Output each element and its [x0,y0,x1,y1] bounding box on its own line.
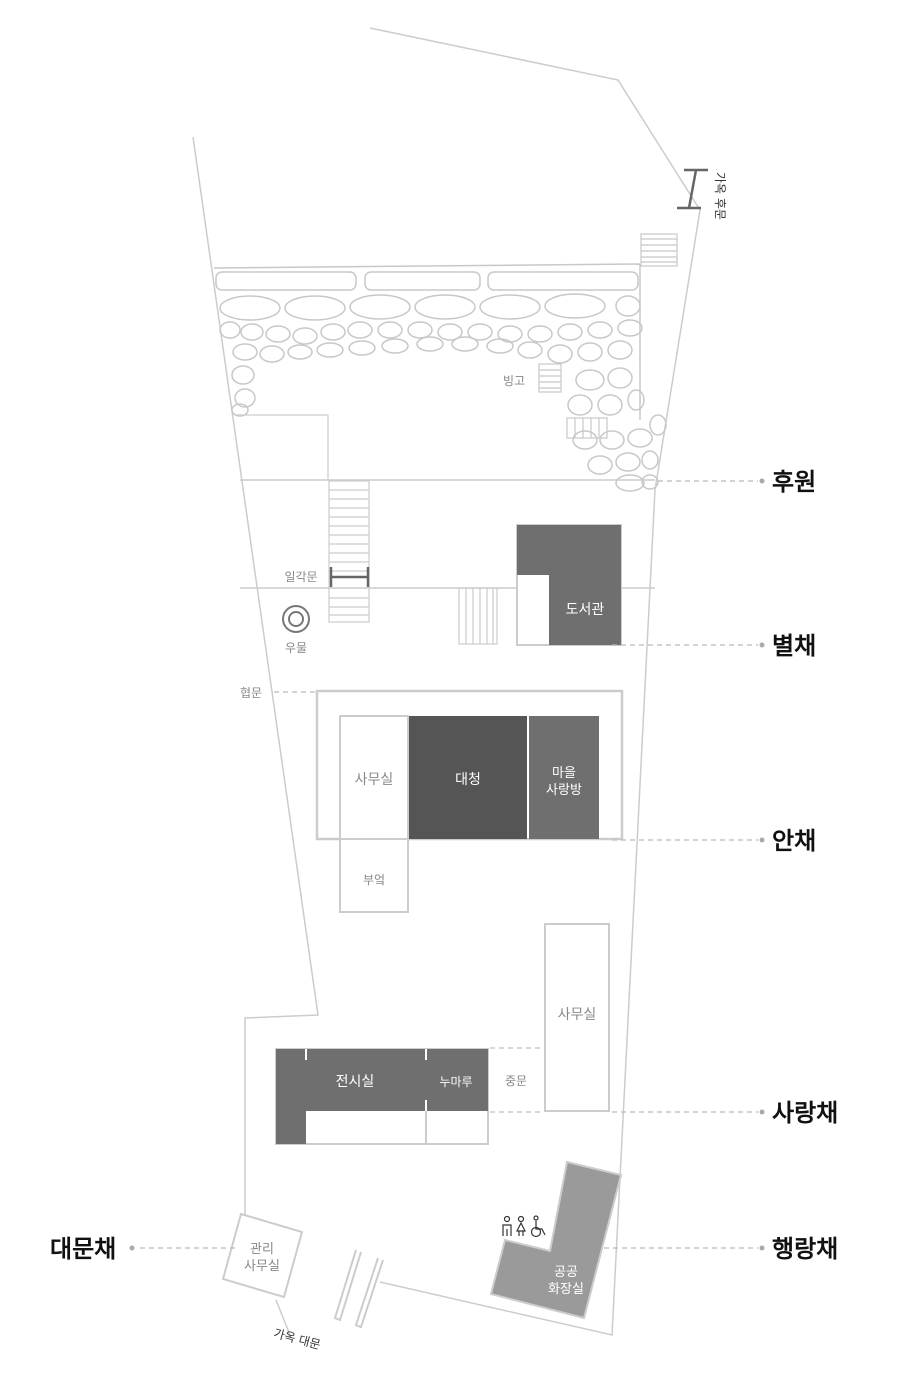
well: 우물 [282,605,310,655]
binggo-label: 빙고 [503,374,525,388]
binggo: 빙고 [503,363,608,439]
library-stairs [458,587,498,645]
bueok-label: 부엌 [363,873,385,887]
wheelchair-icon [530,1215,546,1238]
man-icon [502,1215,512,1236]
leader-dots [129,478,765,1251]
maeul-label-2: 사랑방 [546,783,582,798]
back-gate-label: 가옥 후문 [713,172,727,220]
zone-label-huwon: 후원 [772,468,816,496]
hyeopmun-label: 협문 [240,686,262,700]
ilgakmun-gate: 일각문 [284,567,370,587]
mgmt-label-2: 사무실 [244,1259,280,1274]
zone-label-anchae: 안채 [772,827,816,855]
library-label: 도서관 [566,602,605,618]
library-building: 도서관 [516,524,622,646]
mgmt-office-building: 관리 사무실 [221,1212,304,1299]
zone-label-byeolchae: 별채 [772,632,816,660]
sarangchae-building: 사무실 전시실 누마루 중문 [275,923,610,1145]
daecheong-label: 대청 [455,772,481,788]
anchae-office-label: 사무실 [355,772,394,788]
leader-lines [140,480,758,1249]
back-gate: 가옥 후문 [677,168,727,220]
anchae-building: 사무실 대청 마을 사랑방 부엌 [315,689,624,913]
exhibition-label: 전시실 [336,1074,375,1090]
zone-label-haengrangchae: 행랑채 [772,1235,838,1263]
mgmt-label-1: 관리 [250,1242,274,1257]
central-stairs [236,414,370,623]
ilgakmun-label: 일각문 [284,570,317,584]
numaru-label: 누마루 [439,1075,472,1089]
maeul-label-1: 마을 [552,766,576,781]
sarang-office-label: 사무실 [558,1007,597,1023]
toilet-label-1: 공공 [554,1265,578,1280]
toilet-label-2: 화장실 [548,1282,584,1297]
zone-label-daemunchae: 대문채 [50,1235,116,1263]
well-label: 우물 [285,641,307,655]
site-boundary [192,27,701,1336]
zone-label-sarangchae: 사랑채 [772,1099,838,1127]
main-gate-label: 가옥 대문 [272,1326,322,1352]
back-stairs [640,233,678,267]
jungmun-label: 중문 [505,1074,527,1088]
woman-icon [516,1215,526,1236]
toilet-building: 공공 화장실 [489,1160,623,1320]
hyeopmun: 협문 [240,686,316,700]
stone-wall [213,263,667,492]
